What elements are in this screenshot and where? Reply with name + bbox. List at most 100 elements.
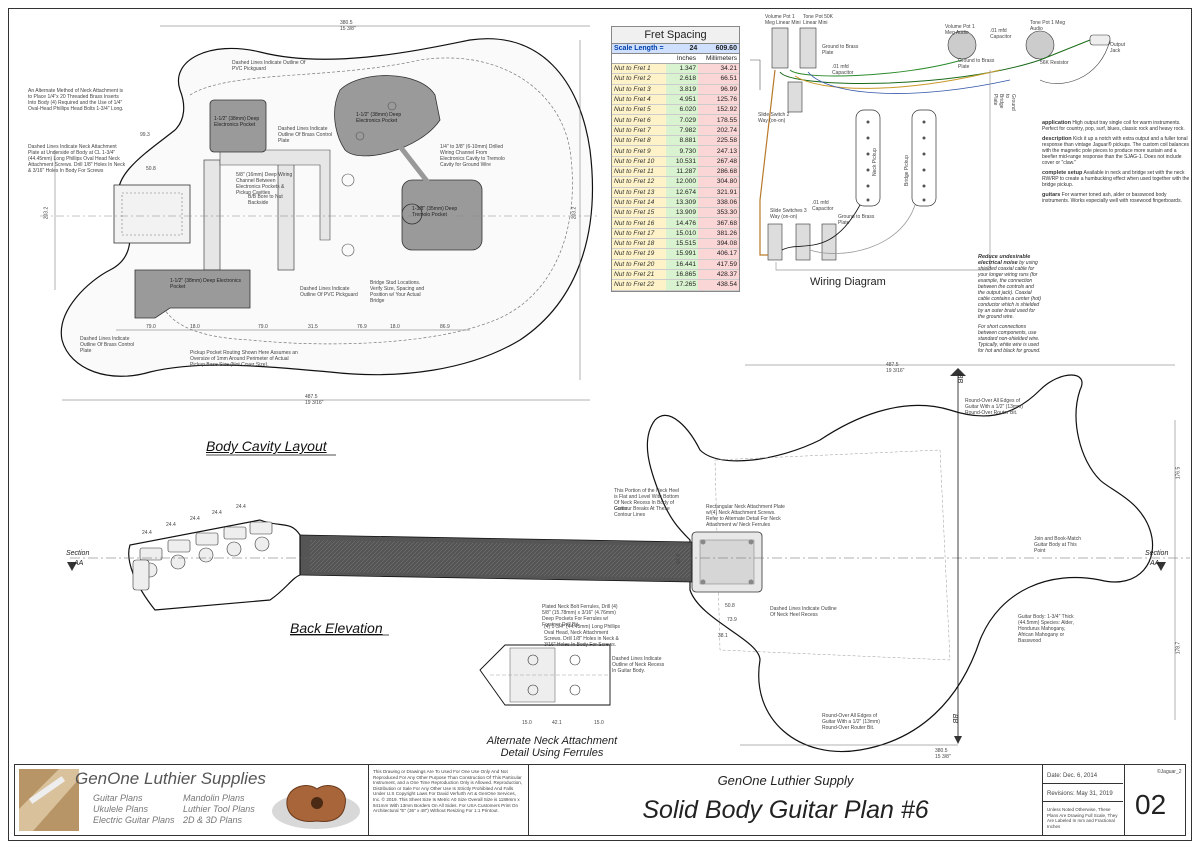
col-inches: Inches	[676, 55, 696, 62]
label-cap-1: .01 mfd Capacitor	[832, 64, 854, 76]
dim-back-w1: 73.9	[727, 617, 737, 623]
fret-mm: 321.91	[698, 187, 739, 198]
section-aa-right: Section	[1145, 550, 1169, 557]
note-app: High output tray single coil for warm in…	[1042, 120, 1185, 132]
revision-cell: Date: Dec. 6, 2014 Revisions: May 31, 20…	[1043, 765, 1125, 835]
dim-back-w3: 38.1	[718, 633, 728, 639]
note-flat: This Portion of the Neck Heel is Flat an…	[614, 488, 680, 512]
fret-mm: 381.26	[698, 228, 739, 240]
note-elec-pocket-2: 1-1/2" (38mm) Deep Electronics Pocket	[170, 278, 241, 290]
note-body-thick: Guitar Body: 1-3/4" Thick (44.5mm) Speci…	[1018, 614, 1074, 644]
section-bb-top: BB	[956, 373, 964, 384]
label-vol-pot-2: Volume Pot 1 Meg Audio	[945, 24, 975, 36]
fret-inches: 15.991	[666, 248, 698, 260]
dim-b3: 79.0	[258, 324, 268, 330]
note-contour: Contour Breaks At These Contour Lines	[614, 506, 670, 518]
note-complete-bold: complete setup	[1042, 170, 1083, 176]
wiring-diagram	[750, 27, 1111, 271]
fret-label: Nut to Fret 13	[612, 187, 666, 198]
label-vol-pot: Volume Pot 1 Meg Linear Mini	[765, 14, 801, 26]
label-slide-switch-1: Slide Switch 2 Way (on-on)	[758, 112, 790, 124]
fret-label: Nut to Fret 21	[612, 269, 666, 281]
dim-body-height: 203.2	[43, 206, 50, 220]
brand-logo-image	[19, 769, 79, 831]
fret-inches: 10.531	[666, 156, 698, 167]
fret-label: Nut to Fret 6	[612, 114, 666, 126]
fret-inches: 17.265	[666, 279, 698, 291]
brand-cell: GenOne Luthier Supplies Guitar Plans Uku…	[15, 765, 369, 835]
fret-label: Nut to Fret 11	[612, 166, 666, 178]
note-neck-recess-2: Dashed Lines Indicate Outline of Neck Re…	[612, 656, 665, 674]
dim-b6: 18.0	[390, 324, 400, 330]
fret-label: Nut to Fret 15	[612, 207, 666, 219]
fret-inches: 3.819	[666, 84, 698, 95]
label-neck-pickup: Neck Pickup	[872, 148, 878, 176]
fret-mm: 353.30	[698, 207, 739, 219]
note-ferrules: Plated Neck Bolt Ferrules, Drill (4) 5/8…	[542, 604, 618, 628]
dim-d2: 50.8	[146, 166, 156, 172]
scale-length-label: Scale Length =	[612, 44, 667, 53]
title-block: GenOne Luthier Supplies Guitar Plans Uku…	[14, 764, 1186, 836]
revisions: Revisions: May 31, 2019	[1047, 791, 1113, 797]
note-desc-bold: description	[1042, 136, 1072, 142]
dim-b7: 86.9	[440, 324, 450, 330]
note-guitars: For warmer toned ash, alder or basswood …	[1042, 192, 1182, 204]
note-neck-recess: Dashed Lines Indicate Outline Of Neck He…	[770, 606, 837, 618]
section-aa-left: Section	[66, 550, 90, 557]
title-alt-neck-line1: Alternate Neck Attachment	[486, 735, 618, 747]
note-screws: (4) 1-3/4" (44.45mm) Long Phillips Oval …	[544, 624, 620, 648]
product-electric: Electric Guitar Plans	[93, 815, 175, 825]
fret-mm: 225.58	[698, 135, 739, 147]
fret-mm: 34.21	[698, 64, 739, 75]
fret-label: Nut to Fret 10	[612, 156, 666, 167]
fret-inches: 7.982	[666, 125, 698, 137]
noise-notes: Reduce undesirable electrical noise by u…	[978, 254, 1042, 358]
dim-body-bottom-in: 19 3/16"	[305, 400, 324, 406]
pickup-notes: application High output tray single coil…	[1042, 120, 1192, 208]
product-2d3d: 2D & 3D Plans	[183, 815, 243, 825]
drawing-border	[8, 8, 1192, 841]
fret-inches: 9.730	[666, 145, 698, 157]
dim-ferrule-3: 15.0	[594, 720, 604, 726]
fret-inches: 7.029	[666, 114, 698, 126]
section-bb-bottom: BB	[951, 713, 959, 724]
note-noise-bold: Reduce undesirable electrical noise	[978, 254, 1031, 266]
note-guitars-bold: guitars	[1042, 192, 1061, 198]
note-roundover-bottom: Round-Over All Edges of Guitar With a 1/…	[822, 713, 880, 731]
fret-mm: 438.54	[698, 279, 739, 291]
fret-label: Nut to Fret 5	[612, 104, 666, 116]
guitar-photo-image	[272, 785, 360, 829]
dim-b5: 76.9	[357, 324, 367, 330]
fret-inches: 14.476	[666, 217, 698, 229]
date: Date: Dec. 6, 2014	[1047, 773, 1098, 779]
fret-inches: 2.618	[666, 73, 698, 85]
fret-label: Nut to Fret 8	[612, 135, 666, 147]
dim-head-2: 24.4	[166, 522, 176, 528]
plan-title-cell: GenOne Luthier Supply Solid Body Guitar …	[529, 765, 1043, 835]
note-complete: Available in neck and bridge set with th…	[1042, 170, 1190, 188]
note-bore: B/B Bore to Nut Backside	[248, 194, 283, 206]
dim-body-top-in: 15 3/8"	[340, 26, 356, 32]
note-noise: by using shielded coaxial cable for your…	[978, 260, 1042, 320]
note-tremolo: 1-3/8" (35mm) Deep Tremolo Pocket	[412, 206, 458, 218]
company-name: GenOne Luthier Supply	[717, 773, 854, 788]
fret-label: Nut to Fret 22	[612, 279, 666, 291]
dim-head-1: 24.4	[142, 530, 152, 536]
brand-name: GenOne Luthier Supplies	[75, 769, 266, 788]
product-list-right: Mandolin Plans Luthier Tool Plans 2D & 3…	[183, 793, 255, 826]
fret-label: Nut to Fret 18	[612, 238, 666, 250]
scale-length-mm: 609.60	[699, 44, 739, 53]
note-short: For short connections between components…	[978, 324, 1041, 354]
